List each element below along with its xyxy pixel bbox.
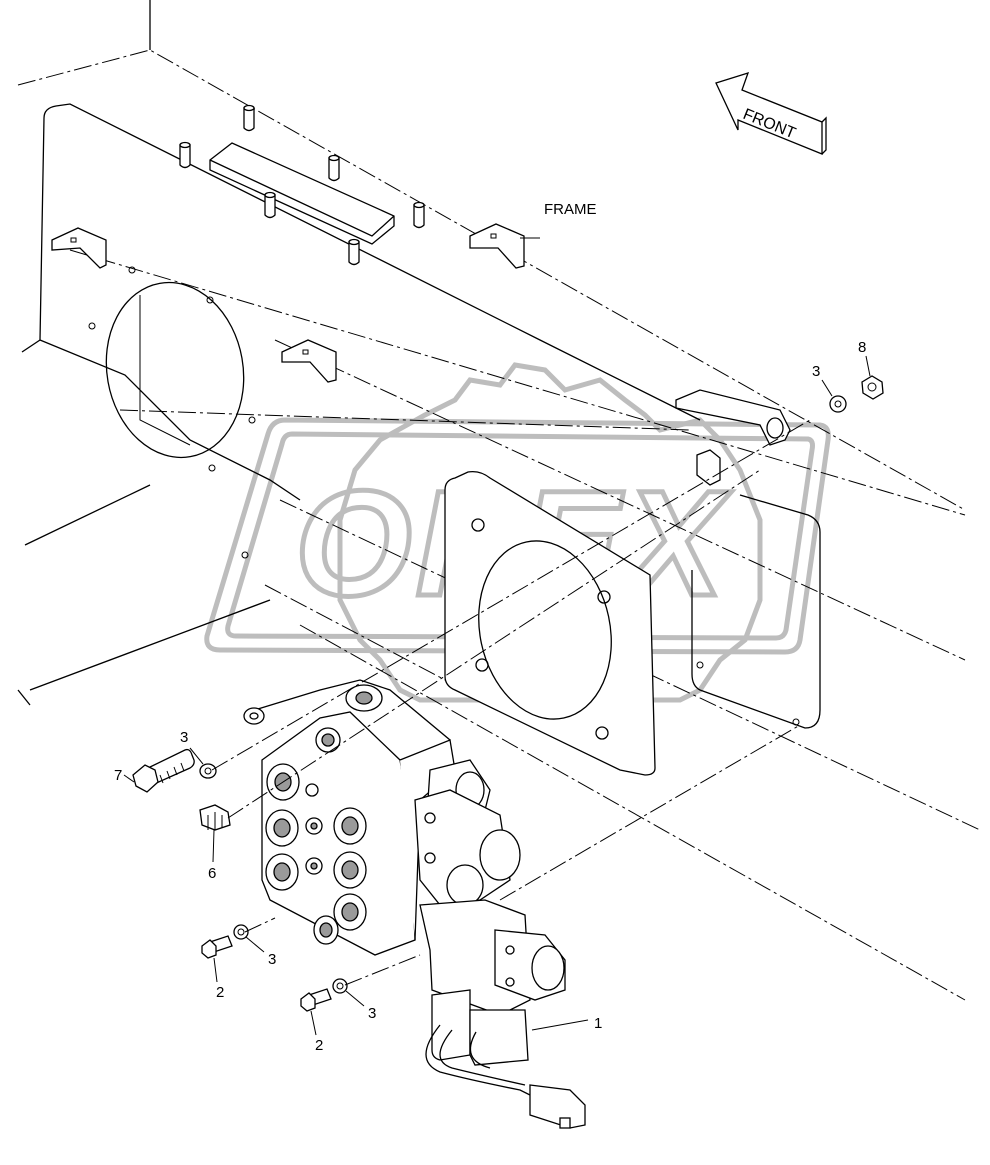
hole [475, 658, 489, 672]
frame-left-lower [21, 339, 41, 353]
front-arrow: FRONT [715, 71, 827, 155]
bolt-2 [201, 935, 233, 959]
hole [248, 416, 256, 424]
washer-3 [332, 978, 348, 994]
frame-studs [179, 104, 425, 266]
pump-mount-bore [478, 540, 612, 720]
frame-label: FRAME [544, 201, 597, 218]
hole [696, 661, 704, 669]
nut-8 [861, 375, 884, 400]
bracket [51, 227, 107, 269]
callout-3: 3 [268, 951, 276, 968]
frame-left-mid [17, 689, 31, 706]
frame [17, 0, 981, 1001]
centerline-5 [264, 584, 541, 731]
watermark-gear [337, 362, 763, 703]
mount-plate-right [691, 494, 821, 729]
pump-mount-plate [444, 470, 656, 776]
hole [88, 322, 96, 330]
callout-2: 2 [315, 1037, 323, 1054]
connector [529, 1084, 586, 1129]
bolt-2 [300, 988, 332, 1012]
assembly-line [344, 954, 421, 986]
washer-3 [199, 763, 217, 779]
callout-3: 3 [812, 363, 820, 380]
bracket [469, 223, 525, 269]
control-valve [243, 679, 586, 1129]
frame-lug [675, 389, 791, 446]
callout-8: 8 [858, 339, 866, 356]
frame-lower-edge [24, 484, 151, 546]
centerline-2 [274, 339, 966, 661]
bracket [281, 339, 337, 383]
centerline-6 [119, 409, 691, 431]
solenoid-lower-cap [531, 945, 565, 991]
coil [431, 989, 471, 1061]
callout-3: 3 [180, 729, 188, 746]
callout-2: 2 [216, 984, 224, 1001]
callout-7: 7 [114, 767, 122, 784]
hole [208, 464, 216, 472]
wire-harness [425, 1024, 541, 1101]
assembly-line [227, 469, 761, 819]
frame-oval-opening [105, 281, 245, 459]
valve-ports [265, 727, 367, 945]
frame-oval-inner [139, 295, 191, 446]
frame-front-face [39, 103, 701, 501]
frame-bottom-edge [29, 599, 271, 691]
frame-top-plate [209, 142, 395, 245]
bolt-7 [132, 748, 195, 793]
coil [469, 1009, 529, 1066]
callout-1: 1 [594, 1015, 602, 1032]
callout-6: 6 [208, 865, 216, 882]
hole [597, 590, 611, 604]
assembly-line [244, 917, 276, 933]
clip-6 [199, 804, 231, 831]
watermark-frame-inner [225, 431, 815, 641]
frame-top-edge [17, 49, 966, 511]
hole [206, 296, 214, 304]
centerline-1 [69, 249, 966, 516]
solenoid-cap [479, 829, 521, 881]
washer-3 [233, 924, 249, 940]
washer-3 [829, 395, 847, 413]
callout-3: 3 [368, 1005, 376, 1022]
hole [792, 718, 800, 726]
centerline-3 [299, 624, 966, 1001]
hole [241, 551, 249, 559]
front-arrow-shape [715, 71, 823, 155]
solenoid-block [414, 789, 511, 906]
hole [595, 726, 609, 740]
hole [471, 518, 485, 532]
hole [128, 266, 136, 274]
callouts: 1 2 2 3 3 3 3 6 7 8 [114, 339, 871, 1054]
